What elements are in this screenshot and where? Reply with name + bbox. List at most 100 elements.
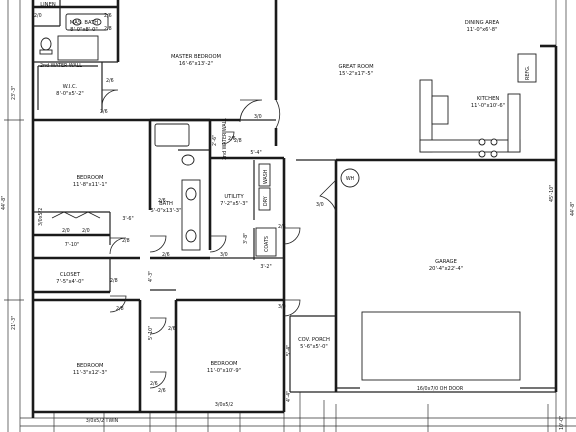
dim-left-top: 23'-3" <box>11 86 17 100</box>
master-vanity <box>65 13 109 31</box>
dryer-label: DRY <box>263 196 269 206</box>
refrigerator <box>517 53 537 83</box>
door-label: 3/0 <box>254 114 262 120</box>
washer <box>258 163 271 187</box>
room-bedroom-3-name: BEDROOM <box>210 361 237 367</box>
door-label: 2/6 <box>278 224 286 230</box>
room-linen-name: LINEN <box>40 2 56 8</box>
room-dining-dims: 11'-0"x6'-8" <box>467 27 498 33</box>
room-kitchen-name: KITCHEN <box>477 96 500 102</box>
refrigerator-label: REFG. <box>525 66 531 80</box>
room-great-room-name: GREAT ROOM <box>338 64 373 70</box>
door-label: 2/0 <box>62 228 70 234</box>
room-bath-name: BATH <box>159 201 173 207</box>
garage-door-outline <box>361 311 521 381</box>
room-bedroom-2-dims: 11'-3"x12'-3" <box>73 370 107 376</box>
dim-util-2: 3'-2" <box>260 264 271 270</box>
door-label: 2/6 <box>150 381 158 387</box>
room-bath-dims: 5'-0"x13'-3" <box>151 208 182 214</box>
room-utility-dims: 7'-2"x5'-3" <box>220 201 248 207</box>
dim-bath-w: 5'-4" <box>250 150 261 156</box>
door-label: 3/0 <box>316 202 324 208</box>
room-wic-name: W.I.C. <box>63 84 78 90</box>
kitchen-counter-bottom <box>419 139 521 153</box>
room-bedroom-2-name: BEDROOM <box>76 363 103 369</box>
dim-hall-w: 7'-10" <box>65 242 79 248</box>
room-closet-dims: 7'-5"x4'-0" <box>56 279 84 285</box>
dim-left-bot: 21'-3" <box>11 316 17 330</box>
room-utility-name: UTILITY <box>224 194 244 200</box>
dim-closet-w: 3'-6" <box>122 216 133 222</box>
door-label: 2/6 <box>158 388 166 394</box>
dim-right-far: 44'-8" <box>570 202 576 216</box>
dim-hall-v: 4'-3" <box>148 271 154 282</box>
door-label: 2/6 <box>168 326 176 332</box>
dim-left-mid: 44'-8" <box>1 196 7 210</box>
room-wic-dims: 8'-0"x5'-2" <box>56 91 84 97</box>
room-bedroom-3-dims: 11'-0"x10'-9" <box>207 368 241 374</box>
washer-label: WASH <box>263 169 269 184</box>
room-bedroom-1-name: BEDROOM <box>76 175 103 181</box>
stove-burner <box>478 138 486 146</box>
misc-labels: 2nd WATER WALL 2nd WATER WALL WH REFG. W… <box>38 63 531 424</box>
master-tub <box>57 35 99 61</box>
dim-util-3: 2'-6" <box>212 135 218 146</box>
room-great-room-dims: 15'-2"x17'-5" <box>339 71 373 77</box>
door-label: 3/0 <box>220 252 228 258</box>
door-label: 2/0 <box>34 13 42 19</box>
dim-porch-v2: 4'-4" <box>286 391 292 402</box>
water-heater-label: WH <box>346 176 355 182</box>
bath-toilet <box>181 154 195 166</box>
room-kitchen-dims: 11'-0"x10'-6" <box>471 103 505 109</box>
dim-hall-v2: 5'-10" <box>148 326 154 340</box>
door-label: 3/0 <box>278 304 286 310</box>
kitchen-sink <box>431 95 449 125</box>
fixtures <box>37 13 537 381</box>
room-cov-porch-name: COV. PORCH <box>298 337 330 343</box>
room-labels: LINEN MAS. BATH 8'-0"x8'-0" W.I.C. 8'-0"… <box>40 2 505 376</box>
dim-porch-v: 5'-4" <box>286 345 292 356</box>
dryer <box>258 187 271 211</box>
bath-tub <box>154 123 190 147</box>
room-cov-porch-dims: 5'-6"x5'-0" <box>300 344 328 350</box>
room-mas-bath-dims: 8'-0"x8'-0" <box>70 27 98 33</box>
window-single-label: 3/0x5/2 <box>215 402 233 408</box>
dimension-labels: 23'-3" 44'-8" 21'-3" 45'-10" 44'-8" 3'-6… <box>1 86 576 430</box>
door-label: 2/8 <box>104 26 112 32</box>
door-swings <box>51 89 337 389</box>
door-label: 2/6 <box>100 109 108 115</box>
coat-closet <box>255 227 277 257</box>
half-wall-label-2: 2nd WATER WALL <box>222 118 228 160</box>
room-master-bedroom-dims: 16'-6"x13'-2" <box>179 61 213 67</box>
half-wall-label-1: 2nd WATER WALL <box>40 63 82 69</box>
dim-util-1: 3'-8" <box>243 233 249 244</box>
door-label: 2/6 <box>158 198 166 204</box>
garage-door-label: 16/0x7/0 OH DOOR <box>417 386 464 392</box>
room-mas-bath-name: MAS. BATH <box>70 20 98 26</box>
door-label: 2/8 <box>110 278 118 284</box>
door-label: 2/0 <box>82 228 90 234</box>
room-bedroom-1-dims: 11'-8"x11'-1" <box>73 182 107 188</box>
door-label: 2/6 <box>162 252 170 258</box>
window-twin-label: 3/0x5/2 TWIN <box>86 418 119 424</box>
window-side-label: 3/0x5/2 <box>38 208 44 226</box>
water-heater <box>340 168 360 188</box>
walls <box>31 0 558 418</box>
door-label: 2/8 <box>234 138 242 144</box>
room-closet-name: CLOSET <box>60 272 81 278</box>
door-label: 2/6 <box>104 13 112 19</box>
door-label: 2/6 <box>228 136 236 142</box>
room-garage-dims: 20'-4"x22'-4" <box>429 266 463 272</box>
door-label: 2/8 <box>116 306 124 312</box>
door-labels: 2/0 2/6 2/8 2/6 2/6 3/0 2/6 2/6 2/0 2/0 … <box>34 13 324 394</box>
kitchen-counter-right <box>507 93 521 153</box>
door-label: 2/8 <box>122 238 130 244</box>
room-garage-name: GARAGE <box>435 259 457 265</box>
coats-label: COATS <box>264 236 270 252</box>
room-dining-name: DINING AREA <box>465 20 500 26</box>
room-master-bedroom-name: MASTER BEDROOM <box>171 54 221 60</box>
dim-right-mid: 45'-10" <box>549 185 555 202</box>
door-label: 2/6 <box>106 78 114 84</box>
toilet <box>40 37 52 51</box>
